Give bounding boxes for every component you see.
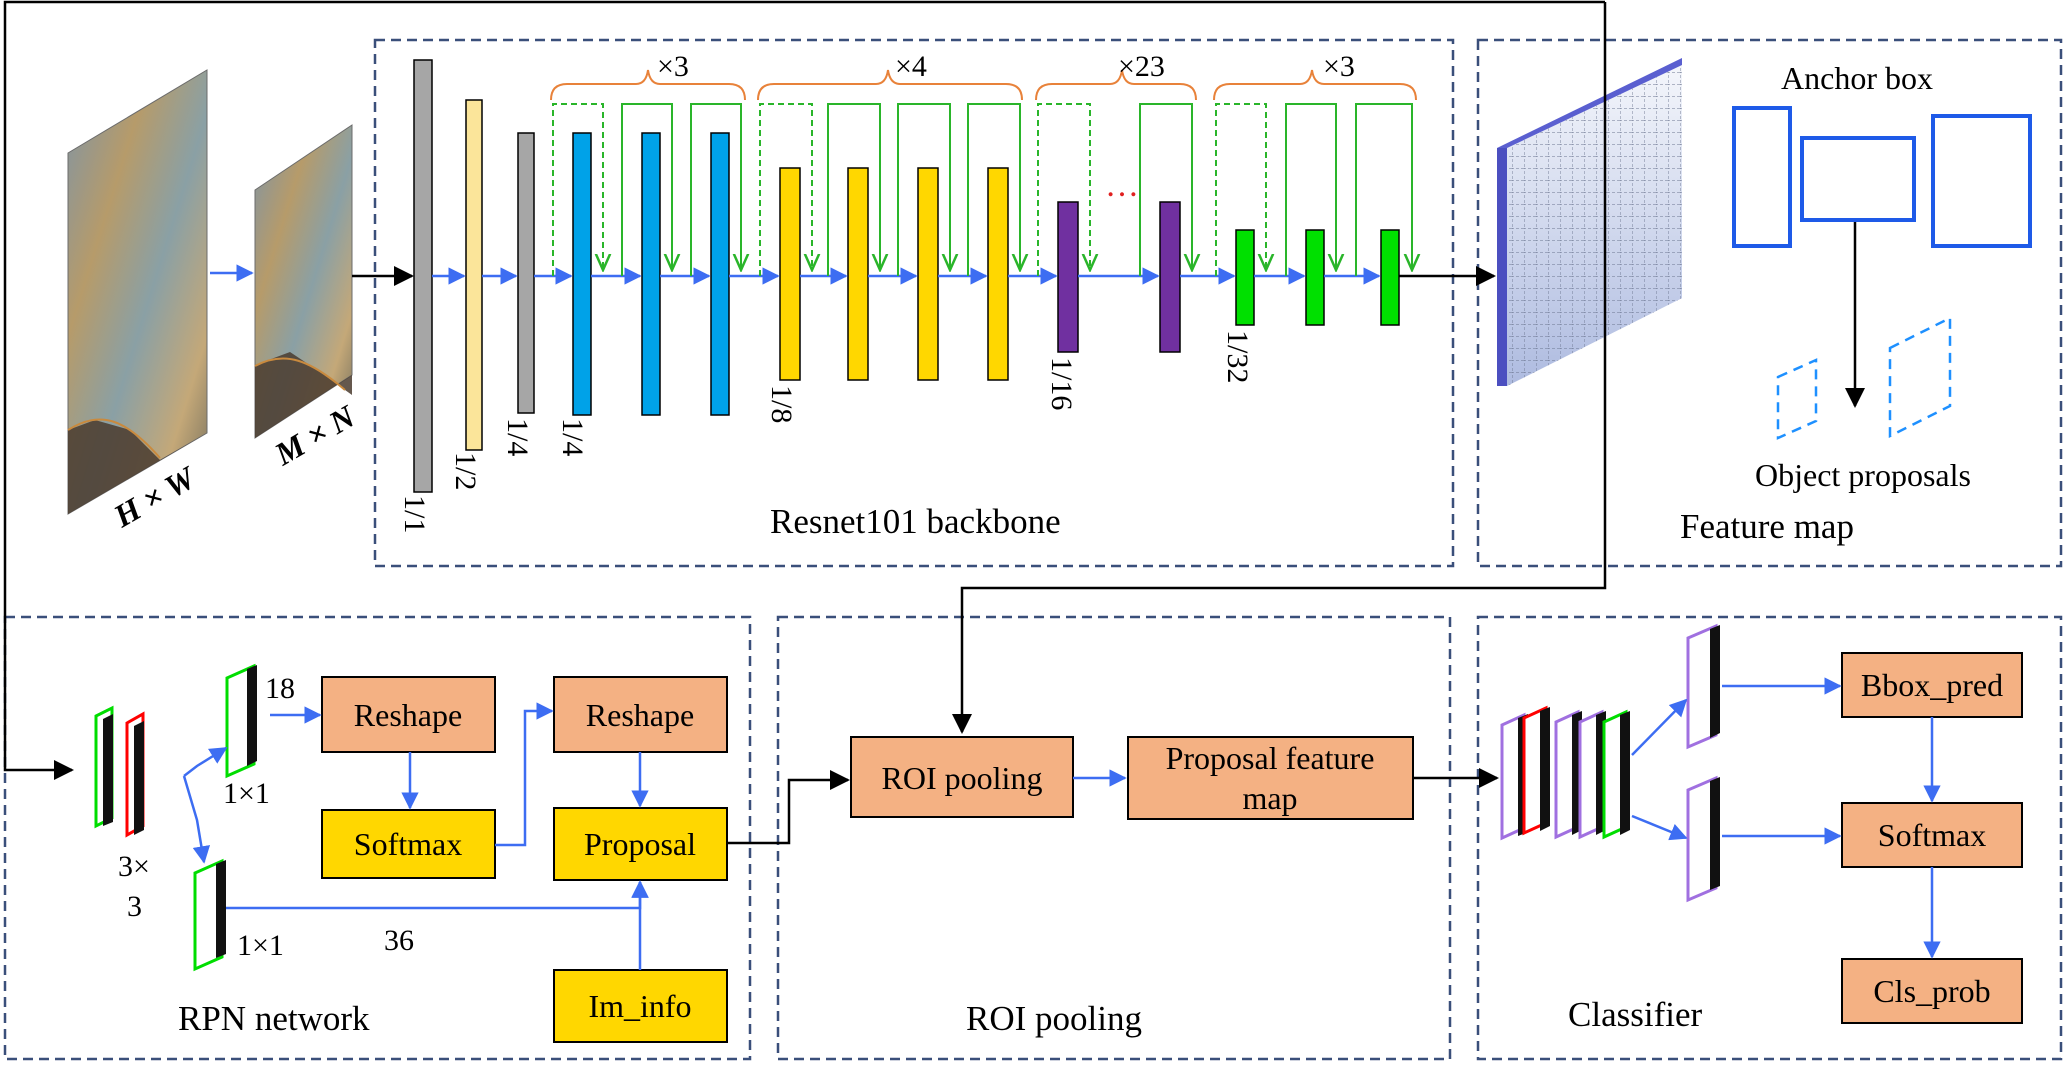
anchor-box-wide <box>1800 136 1916 222</box>
bar-stage1-3 <box>710 132 730 416</box>
rpn-kernel-label-top: 3× <box>118 850 150 883</box>
bar-stage3-2 <box>1159 201 1181 353</box>
anchor-box-square <box>1931 114 2032 248</box>
rpn-reshape-2-box <box>553 676 728 753</box>
feature-map-volume <box>1497 58 1682 386</box>
rpn-kernel-label-bottom: 3 <box>127 890 142 923</box>
bar-stage2-3 <box>917 167 939 381</box>
object-proposals-label: Object proposals <box>1755 457 1971 493</box>
scale-label-1-1: 1/1 <box>398 495 431 533</box>
bar-conv1 <box>465 99 483 451</box>
bar-stage1-1 <box>572 132 592 416</box>
roi-pool-box <box>850 736 1074 818</box>
resized-image <box>254 124 353 439</box>
classifier-softmax-box <box>1841 802 2023 868</box>
classifier-arrow-top <box>1631 698 1688 756</box>
feature-map-to-roi-connector <box>952 2 1607 734</box>
classifier-layer-stack <box>1500 705 1630 841</box>
scale-label-1-2: 1/2 <box>449 452 482 490</box>
bbox-pred-label: Bbox_pred <box>1861 667 2003 703</box>
cls-prob-label: Cls_prob <box>1873 973 1990 1009</box>
roi-title: ROI pooling <box>966 999 1142 1038</box>
rpn-reshape-1-box <box>321 676 496 753</box>
roi-feature-label-line1: Proposal feature <box>1166 740 1375 776</box>
feature-map-title: Feature map <box>1680 507 1854 546</box>
feature-map-frame <box>1476 38 2063 568</box>
rpn-conv-3x3 <box>94 705 145 838</box>
rpn-flow-arrows <box>226 702 649 970</box>
rpn-frame <box>3 615 752 1061</box>
anchor-box-tall <box>1732 106 1792 248</box>
classifier-frame <box>1476 615 2063 1061</box>
bar-stage4-1 <box>1235 229 1255 326</box>
image-to-rpn-connector <box>3 0 1605 780</box>
classifier-fc-top <box>1686 623 1720 750</box>
rpn-channels-18: 18 <box>265 672 295 705</box>
rpn-proposal-box <box>553 807 728 881</box>
classifier-flow-arrows <box>1722 677 1941 959</box>
brace-stage4 <box>1213 69 1417 101</box>
rpn-softmax-box <box>321 809 496 879</box>
residual-connections <box>552 103 1412 276</box>
rpn-reshape-2-label: Reshape <box>586 697 694 733</box>
bar-pool <box>517 132 535 414</box>
repeat-label-3: ×23 <box>1118 50 1165 83</box>
rpn-branch-arrow-down <box>182 775 211 864</box>
backbone-title: Resnet101 backbone <box>770 502 1061 541</box>
roi-pool-label: ROI pooling <box>882 760 1043 796</box>
bbox-pred-box <box>1841 652 2023 718</box>
repeat-label-2: ×4 <box>895 50 927 83</box>
bar-stage2-2 <box>847 167 869 381</box>
input-image <box>67 69 208 515</box>
brace-stage2 <box>757 69 1023 101</box>
scale-label-1-4a: 1/4 <box>501 418 534 456</box>
bar-stage3-1 <box>1057 201 1079 353</box>
cls-prob-box <box>1841 958 2023 1024</box>
ellipsis: … <box>1105 167 1139 204</box>
rpn-conv-1x1-bottom <box>193 858 226 972</box>
bar-stage4-2 <box>1305 229 1325 326</box>
bar-stage2-4 <box>987 167 1009 381</box>
proposal-to-roi-arrow <box>727 770 850 845</box>
rpn-reshape-1-label: Reshape <box>354 697 462 733</box>
classifier-softmax-label: Softmax <box>1878 817 1986 853</box>
bar-stage4-3 <box>1380 229 1400 326</box>
rpn-title: RPN network <box>178 999 370 1038</box>
roi-frame <box>776 615 1452 1061</box>
proposal-small <box>1776 358 1818 440</box>
scale-label-1-8: 1/8 <box>765 385 798 423</box>
rpn-branch-arrow-up <box>183 746 228 777</box>
scale-label-1-16: 1/16 <box>1045 357 1078 410</box>
scale-label-1-32: 1/32 <box>1221 330 1254 383</box>
backbone-frame <box>373 38 1455 568</box>
rpn-proposal-label: Proposal <box>584 826 696 862</box>
bar-stage2-1 <box>779 167 801 381</box>
anchor-box-label: Anchor box <box>1781 60 1933 96</box>
repeat-label-4: ×3 <box>1323 50 1355 83</box>
rpn-1x1-label-top: 1×1 <box>223 777 270 810</box>
rpn-channels-36: 36 <box>384 924 414 957</box>
scale-label-1-4b: 1/4 <box>556 418 589 456</box>
bar-gray-input <box>413 59 433 493</box>
rpn-softmax-label: Softmax <box>354 826 462 862</box>
brace-stage3 <box>1035 69 1197 101</box>
roi-feature-box <box>1127 736 1414 820</box>
classifier-arrow-bottom <box>1631 814 1688 841</box>
repeat-label-1: ×3 <box>657 50 689 83</box>
roi-feature-label-line2: map <box>1242 780 1297 816</box>
rpn-conv-1x1-top <box>225 663 257 779</box>
proposal-large <box>1888 315 1952 439</box>
classifier-title: Classifier <box>1568 995 1702 1034</box>
bar-stage1-2 <box>641 132 661 416</box>
rpn-1x1-label-bottom: 1×1 <box>237 929 284 962</box>
rpn-im-info-label: Im_info <box>588 988 691 1024</box>
classifier-fc-bottom <box>1686 775 1720 903</box>
brace-stage1 <box>550 69 746 101</box>
